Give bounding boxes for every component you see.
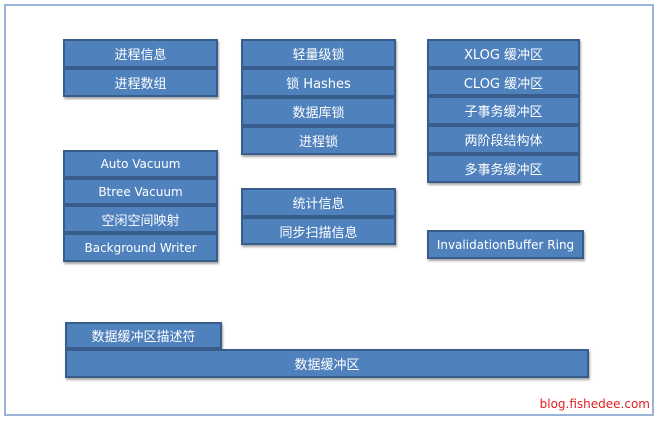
box-free-space-map: 空闲空间映射 [63,205,218,233]
box-subtrans-buffer: 子事务缓冲区 [427,96,580,125]
box-invalidation-buffer-ring: InvalidationBuffer Ring [427,230,584,259]
box-clog-buffer: CLOG 缓冲区 [427,68,580,96]
box-stats-info: 统计信息 [241,188,396,217]
box-database-lock: 数据库锁 [241,97,396,126]
box-background-writer: Background Writer [63,233,218,262]
box-lock-hashes: 锁 Hashes [241,68,396,97]
box-twophase-struct: 两阶段结构体 [427,125,580,154]
box-process-array: 进程数组 [63,68,218,97]
box-btree-vacuum: Btree Vacuum [63,178,218,205]
box-process-info: 进程信息 [63,39,218,68]
box-buffer-descriptors: 数据缓冲区描述符 [65,322,222,349]
diagram-frame [4,4,654,416]
watermark-text: blog.fishedee.com [539,397,650,411]
box-sync-scan-info: 同步扫描信息 [241,217,396,245]
box-lwlock: 轻量级锁 [241,39,396,68]
box-buffer-pool: 数据缓冲区 [65,349,589,378]
box-xlog-buffer: XLOG 缓冲区 [427,39,580,68]
box-process-lock: 进程锁 [241,126,396,155]
box-auto-vacuum: Auto Vacuum [63,150,218,178]
box-multixact-buffer: 多事务缓冲区 [427,154,580,183]
